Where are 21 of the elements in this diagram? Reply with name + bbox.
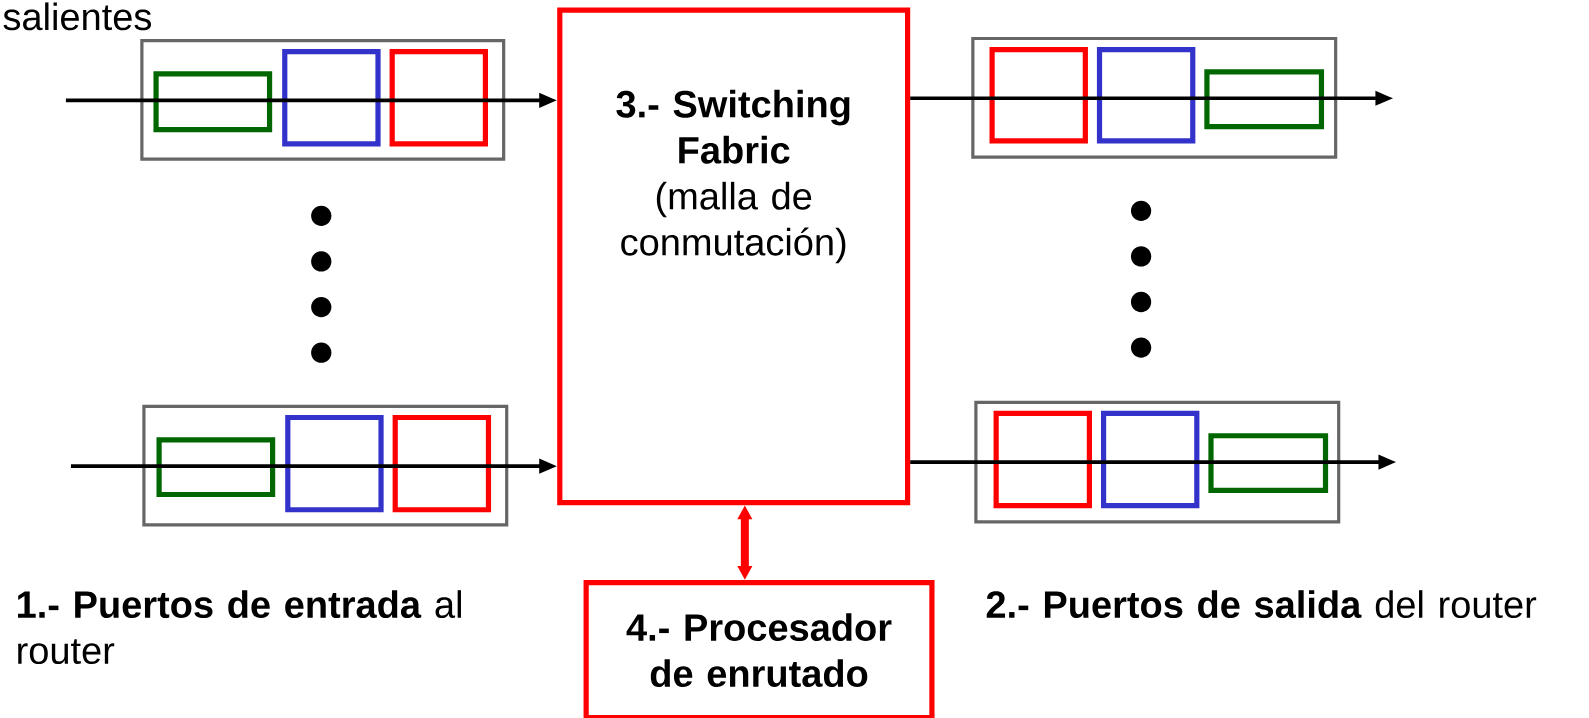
packet-box <box>989 46 1088 144</box>
label-text: salientes <box>3 2 151 31</box>
label-text: 1.- Puertos de entrada al router <box>18 589 461 664</box>
packet-box <box>1100 410 1200 509</box>
label-text: 2.- Puertos de salida del router <box>986 589 1537 618</box>
packet-box <box>156 436 276 497</box>
packet-box <box>389 48 489 147</box>
switching-fabric-box: 3.- Switching Fabric (malla de conmutación) <box>557 7 911 505</box>
port-box <box>971 36 1338 159</box>
packet-box <box>285 414 384 513</box>
packet-box <box>392 414 492 513</box>
packet-box <box>1096 46 1196 144</box>
packet-box <box>282 48 381 147</box>
port-box <box>974 400 1341 524</box>
packet-box <box>153 71 273 133</box>
port-box <box>142 404 509 527</box>
packet-box <box>1204 69 1325 130</box>
packet-box <box>993 410 1092 509</box>
port-box <box>140 38 506 161</box>
processor-box: 4.- Procesador de enrutado <box>583 579 935 718</box>
packet-box <box>1208 432 1329 493</box>
